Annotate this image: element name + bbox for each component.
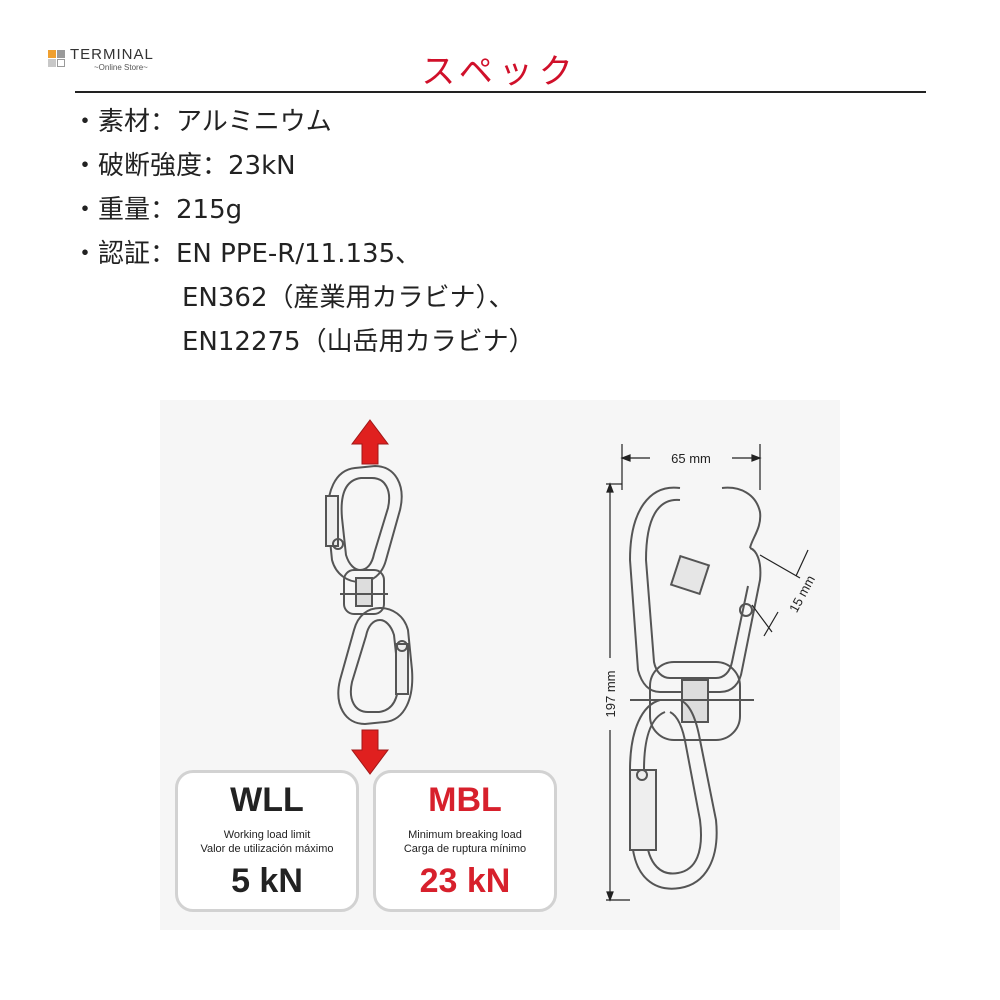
page-title: スペック — [421, 52, 579, 92]
spec-certification: ・認証：EN PPE-R/11.135、 — [72, 239, 422, 269]
logo-subtitle: ~Online Store~ — [94, 63, 148, 72]
product-diagram: 65 mm 197 mm 15 mm WLL Working load limi… — [160, 400, 840, 930]
spec-certification-en12275: EN12275（山岳用カラビナ） — [182, 327, 535, 357]
wll-card: WLL Working load limit Valor de utilizac… — [175, 770, 359, 912]
mbl-value: 23 kN — [419, 862, 511, 900]
swivel-carabiner-right — [628, 486, 762, 890]
spec-material: ・素材：アルミニウム — [72, 107, 332, 137]
wll-description-en: Working load limit — [223, 829, 311, 841]
wll-description-es: Valor de utilización máximo — [200, 843, 334, 855]
mbl-title: MBL — [428, 781, 502, 819]
wll-description: Working load limit Valor de utilización … — [178, 828, 356, 856]
load-arrow-down-icon — [351, 729, 389, 775]
load-arrow-up-icon — [351, 419, 389, 465]
dimension-length-label: 197 mm — [603, 671, 618, 718]
wll-value: 5 kN — [231, 862, 303, 900]
logo-name: TERMINAL — [70, 46, 154, 63]
spec-certification-en362: EN362（産業用カラビナ）、 — [182, 283, 515, 313]
store-logo[interactable]: TERMINAL ~Online Store~ — [48, 46, 188, 76]
logo-mark — [48, 50, 66, 68]
mbl-description-en: Minimum breaking load — [408, 829, 522, 841]
dimension-width-label: 65 mm — [671, 451, 711, 466]
mbl-card: MBL Minimum breaking load Carga de ruptu… — [373, 770, 557, 912]
swivel-carabiner-left — [325, 464, 414, 726]
spec-list: ・素材：アルミニウム ・破断強度：23kN ・重量：215g ・認証：EN PP… — [72, 100, 535, 364]
mbl-description: Minimum breaking load Carga de ruptura m… — [376, 828, 554, 856]
mbl-description-es: Carga de ruptura mínimo — [403, 843, 527, 855]
title-divider — [75, 91, 926, 93]
spec-breaking-strength: ・破断強度：23kN — [72, 151, 296, 181]
wll-title: WLL — [230, 781, 304, 819]
spec-weight: ・重量：215g — [72, 195, 243, 225]
